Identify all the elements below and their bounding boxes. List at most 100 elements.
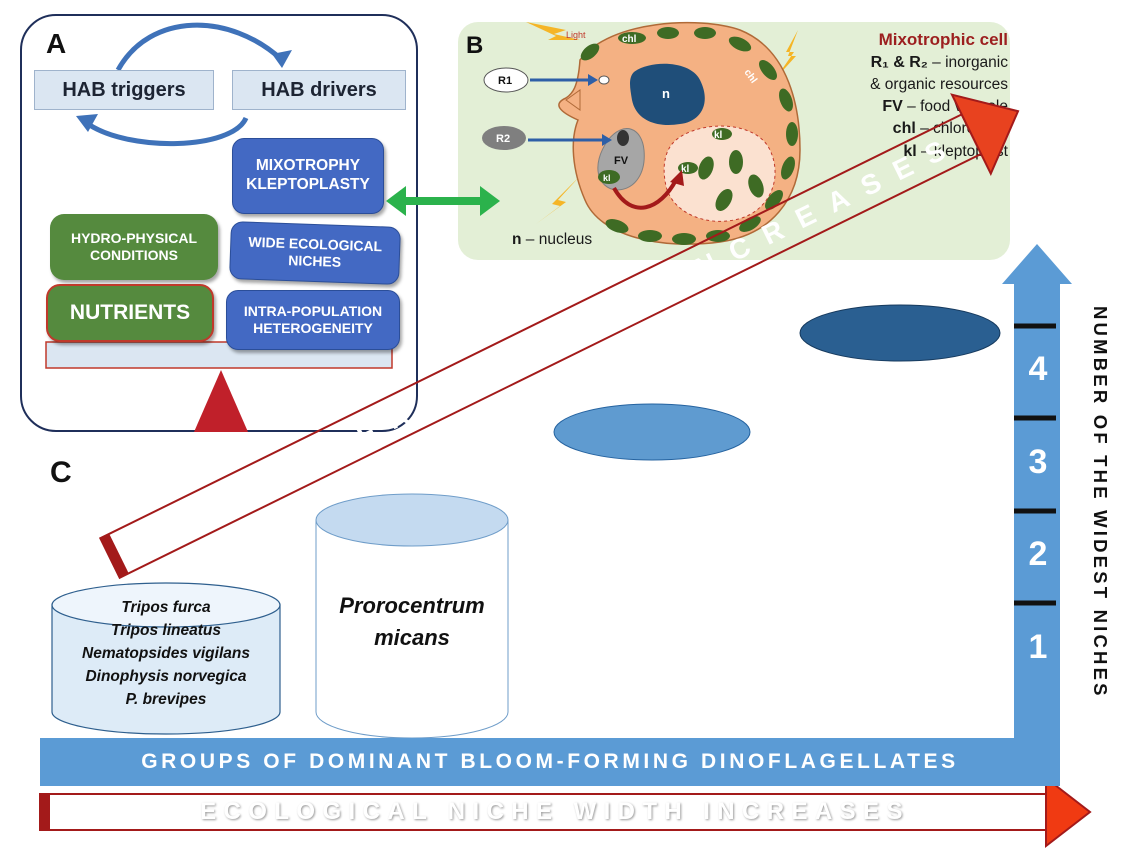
panel-a-letter: A [46,28,67,59]
chl-label-top: chl [622,34,637,45]
r2-arrowhead [602,134,612,146]
r2-label: R2 [496,133,510,145]
vertical-arrow-shaft [1014,282,1060,782]
hab-drivers-box: HAB drivers [232,70,406,110]
fv-kleptoplast [598,170,620,184]
kleptoplasts [678,128,764,211]
cylinder-4-top [799,304,1001,362]
legend-chl-sym: chl [892,120,916,138]
hydro-label-1: HYDRO-PHYSICAL [70,230,197,247]
species-label: acuminata [823,512,977,547]
nucleus-note: n – nucleus [512,231,592,249]
vertical-arrowhead [1002,244,1072,284]
tier-3: 3 [1028,443,1048,481]
species-label: cordatum [604,673,700,696]
kleptoplasty-label: KLEPTOPLASTY [246,176,370,193]
kleptoplast-vacuole [663,125,776,222]
cylinder-1-body [51,604,281,735]
eco-arrow-tail [40,794,50,830]
species-label: Oxytoxum [600,463,704,486]
spacer [554,520,750,550]
fv-label: FV [614,155,629,167]
panel-b-letter: B [466,32,484,59]
r1-label: R1 [498,75,512,87]
blooms-arrow-tail [100,533,129,578]
balance-fulcrum [194,370,248,432]
legend-kl-sym: kl [903,142,917,160]
species-label: tripos [622,583,682,606]
group-2-labels: Prorocentrum micans [316,590,508,654]
eco-arrowhead [1045,775,1092,849]
tier-separators [1014,323,1056,606]
light-bolt-bottom [536,176,580,224]
intra-label-1: INTRA-POPULATION [243,303,383,320]
species-label: lohmannii [602,493,702,516]
cylinder-1-top [51,582,281,628]
light-label: Light [566,30,586,40]
mixotrophy-label: MIXOTROPHY [255,157,361,175]
species-label: micans [374,625,450,650]
panel-c-letter: C [50,456,72,489]
legend-n-sym: n [512,231,522,248]
spacer [554,610,750,640]
legend-r-sym: R₁ & R₂ [870,53,928,71]
species-label: Ceratium [606,553,698,576]
light-bolt-top [526,22,580,40]
groups-bar: GROUPS OF DOMINANT BLOOM-FORMING DINOFLA… [40,738,1060,786]
group-4-labels: Dinophysis acuminata [800,470,1000,550]
legend-n-desc: – nucleus [521,231,593,248]
intra-label-2: HETEROGENEITY [253,320,373,336]
species-label: Nematopsides vigilans [82,645,250,662]
kl-label-vacuole: kl [681,164,690,175]
link-arrowhead-left [386,186,406,216]
species-label: Prorocentrum [339,593,485,618]
transfer-arrow [612,179,678,210]
legend-r-line: R₁ & R₂ – inorganic [808,52,1008,74]
r1-uptake [598,75,610,85]
tier-4: 4 [1028,350,1048,388]
species-label: Prorocentrum [582,643,722,666]
cycle-arrow-top [115,22,284,72]
kl-label-top: kl [714,130,723,141]
tier-2: 2 [1028,535,1048,573]
cylinder-3-top [553,403,751,461]
group-1-labels: Tripos furca Tripos lineatus Nematopside… [52,596,280,711]
light-bolt-right [776,30,798,78]
cell-spike [565,89,581,111]
r1-resource [483,67,529,93]
r2-resource [482,126,526,150]
eco-arrow-label: ECOLOGICAL NICHE WIDTH INCREASES [200,798,910,825]
transfer-arrowhead [670,170,684,186]
legend-r-desc: – inorganic [927,53,1008,71]
cycle-arrowhead-bottom [76,114,98,132]
blooms-arrowhead [950,93,1020,177]
species-label: P. brevipes [125,691,207,708]
link-arrowhead-right [480,186,500,216]
species-label: Tripos lineatus [111,622,221,639]
kl-label-fv: kl [603,173,611,183]
nucleus [630,63,705,125]
cylinder-2-top [315,493,509,547]
nutrients-box: NUTRIENTS [46,284,214,342]
species-label: Dinophysis [816,472,984,507]
chloroplast [618,32,646,44]
vertical-axis-label: NUMBER OF THE WIDEST NICHES [1090,305,1111,699]
species-label: Tripos furca [121,599,211,616]
food-particle [617,130,629,146]
cycle-arrowhead-top [272,50,292,68]
legend-title: Mixotrophic cell [878,30,1008,49]
species-label: Dinophysis norvegica [85,668,247,685]
tier-1: 1 [1028,628,1048,666]
nucleus-label: n [662,86,670,101]
r1-arrowhead [588,74,598,86]
chloroplast-ring [580,27,798,245]
group-3-labels: Oxytoxum lohmannii Ceratium tripos Proro… [554,460,750,700]
legend-r-desc-2: & organic resources [870,76,1008,94]
hydro-label-2: CONDITIONS [90,247,178,263]
